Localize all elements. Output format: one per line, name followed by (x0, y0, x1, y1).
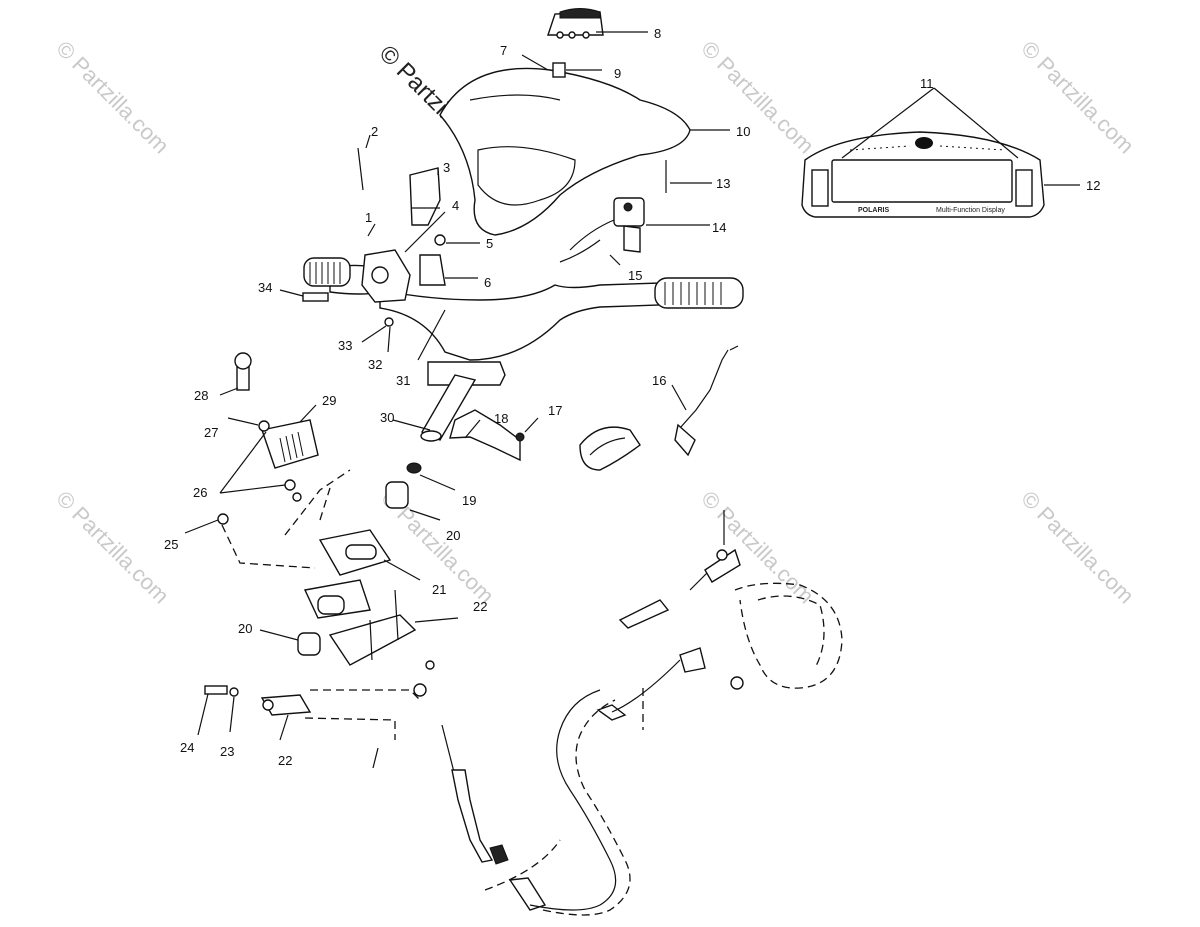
washer-part-27 (284, 479, 296, 491)
assembly-line (304, 717, 396, 740)
steering-post (420, 361, 506, 442)
bolt-part-17 (515, 432, 525, 442)
clamp-part-3 (409, 167, 441, 226)
pin (372, 747, 379, 769)
callout-label: 24 (180, 740, 194, 755)
callout-label: 20 (238, 621, 252, 636)
bracket-part-22 (328, 589, 417, 666)
bolt-part-35 (302, 292, 329, 302)
callout-label: 5 (486, 236, 493, 251)
callout-label: 15 (628, 268, 642, 283)
callout-label: 11 (920, 76, 934, 91)
callout-label: 21 (432, 582, 446, 597)
callout-label: 7 (500, 43, 507, 58)
connector-part-9 (552, 62, 566, 78)
callout-label: 27 (204, 425, 218, 440)
callout-label: 25 (164, 537, 178, 552)
callout-label: 3 (443, 160, 450, 175)
callout-label: 19 (462, 493, 476, 508)
assembly-line (221, 524, 316, 569)
bushing-part-20-bottom (297, 632, 321, 656)
steering-cable (413, 510, 744, 916)
watermark-tile: © Partzilla.com (1016, 36, 1139, 159)
callout-labels: 8 7 9 10 11 12 13 14 15 2 3 4 1 5 6 34 3… (164, 26, 1100, 768)
switch-part-8 (547, 8, 604, 39)
assembly-line (284, 469, 351, 536)
watermark-tile: © Partzilla.com (51, 486, 174, 609)
callout-label: 12 (1086, 178, 1100, 193)
callout-label: 32 (368, 357, 382, 372)
watermark-tile: © Partzilla.com (1016, 486, 1139, 609)
callout-label: 28 (194, 388, 208, 403)
callout-label: 16 (652, 373, 666, 388)
callout-label: 2 (371, 124, 378, 139)
callout-label: 17 (548, 403, 562, 418)
watermark-tile: © Partzilla.com (51, 36, 174, 159)
pad-part-30 (261, 419, 319, 469)
callout-label: 20 (446, 528, 460, 543)
washer-part-24 (229, 687, 239, 697)
callout-label: 34 (258, 280, 272, 295)
callout-label: 23 (220, 744, 234, 759)
callout-label: 33 (338, 338, 352, 353)
bracket-part-18 (449, 409, 521, 462)
washer-part-28 (258, 420, 270, 432)
callout-label: 31 (396, 373, 410, 388)
callout-label: 18 (494, 411, 508, 426)
watermark-tile: © Partzilla.com (696, 36, 819, 159)
switch-part-14 (559, 197, 645, 263)
callout-label: 22 (278, 753, 292, 768)
assembly-line (310, 689, 421, 701)
callout-label: 9 (614, 66, 621, 81)
callout-label: 13 (716, 176, 730, 191)
safety-lanyard-part-16 (579, 345, 739, 471)
watermark-tile: © Partzilla.com (696, 486, 819, 609)
nozzle-housing-dashed (734, 582, 843, 689)
washer-part-19 (406, 462, 422, 474)
callout-label: 4 (452, 198, 459, 213)
callout-label: 1 (365, 210, 372, 225)
bolt-part-25 (204, 685, 228, 695)
callout-label: 10 (736, 124, 750, 139)
callout-label: 8 (654, 26, 661, 41)
nut-part-5 (434, 234, 446, 246)
bracket-part-21 (303, 529, 392, 619)
linkage-part-23 (260, 694, 312, 716)
nut-part-26 (217, 513, 229, 525)
assembly-line (319, 487, 331, 521)
callout-label: 14 (712, 220, 726, 235)
leader-lines (184, 31, 1080, 741)
display-brand: POLARIS (858, 207, 889, 214)
callout-label: 29 (322, 393, 336, 408)
washer-part-34 (384, 317, 394, 327)
bracket-part-6 (419, 254, 446, 286)
callout-label: 30 (380, 410, 394, 425)
callout-label: 22 (473, 599, 487, 614)
bushing-part-20-top (385, 481, 409, 509)
multi-function-display: POLARIS Multi-Function Display (801, 131, 1045, 218)
callout-label: 6 (484, 275, 491, 290)
display-caption: Multi-Function Display (936, 207, 1005, 214)
bolt-part-2 (357, 147, 364, 191)
callout-label: 26 (193, 485, 207, 500)
handlebar-cover (439, 67, 691, 236)
handlebar (303, 249, 744, 361)
